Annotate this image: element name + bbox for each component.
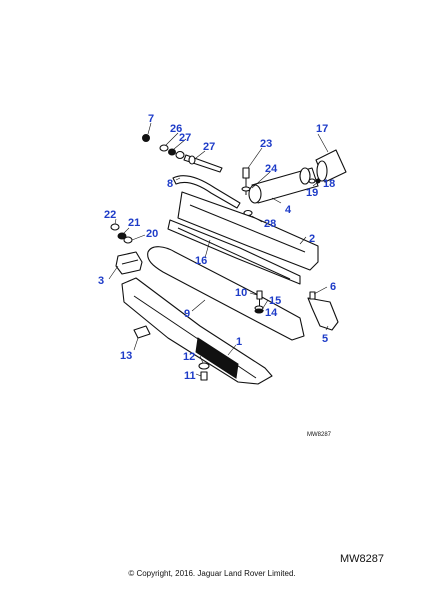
part-washer-12 xyxy=(198,362,210,370)
callout-3: 3 xyxy=(98,275,104,287)
part-nut-21 xyxy=(117,232,127,240)
callout-2: 2 xyxy=(309,233,315,245)
callout-5: 5 xyxy=(322,333,328,345)
callout-17: 17 xyxy=(316,123,328,135)
callout-14: 14 xyxy=(265,307,278,319)
part-nut-7 xyxy=(142,134,150,142)
callout-23: 23 xyxy=(260,138,272,150)
part-stay-8 xyxy=(172,175,241,209)
callout-9: 9 xyxy=(184,308,190,320)
callout-21: 21 xyxy=(128,217,140,229)
part-bumper-1 xyxy=(121,277,273,385)
part-washer-20 xyxy=(123,236,133,244)
part-armature-2 xyxy=(177,191,319,271)
part-valance-9 xyxy=(147,246,305,341)
energy-absorber-group xyxy=(248,149,347,204)
copyright-notice: © Copyright, 2016. Jaguar Land Rover Lim… xyxy=(128,569,296,578)
callout-22: 22 xyxy=(104,209,116,221)
callout-27b: 27 xyxy=(203,141,215,153)
callout-16: 16 xyxy=(195,255,207,267)
bolt-10-group xyxy=(254,290,264,314)
part-bracket-3 xyxy=(115,251,143,275)
callout-1: 1 xyxy=(236,336,242,348)
part-bracket-5 xyxy=(307,297,339,331)
bracket-hardware-group xyxy=(142,134,223,173)
callout-6: 6 xyxy=(330,281,336,293)
callout-10: 10 xyxy=(235,287,247,299)
part-washer-22 xyxy=(110,223,120,231)
callout-13: 13 xyxy=(120,350,132,362)
callout-27a: 27 xyxy=(179,132,191,144)
callout-18: 18 xyxy=(323,178,335,190)
callout-7: 7 xyxy=(148,113,154,125)
leader-lines xyxy=(108,122,329,377)
part-bolt-11 xyxy=(200,371,208,381)
callout-11: 11 xyxy=(184,370,196,382)
callout-19: 19 xyxy=(306,187,318,199)
diagram-reference-small: MW8287 xyxy=(307,432,332,438)
callout-24: 24 xyxy=(265,163,278,175)
part-nut-27a xyxy=(168,148,176,156)
part-washer-26 xyxy=(159,144,169,152)
callout-4: 4 xyxy=(285,204,292,216)
callout-28: 28 xyxy=(264,218,276,230)
callout-12: 12 xyxy=(183,351,195,363)
callout-20: 20 xyxy=(146,228,158,240)
part-bolt-6 xyxy=(309,291,316,300)
callout-8: 8 xyxy=(167,178,173,190)
part-clip-13 xyxy=(133,325,151,339)
diagram-reference-large: MW8287 xyxy=(340,553,385,565)
callout-15: 15 xyxy=(269,295,281,307)
callout-26: 26 xyxy=(170,123,182,135)
